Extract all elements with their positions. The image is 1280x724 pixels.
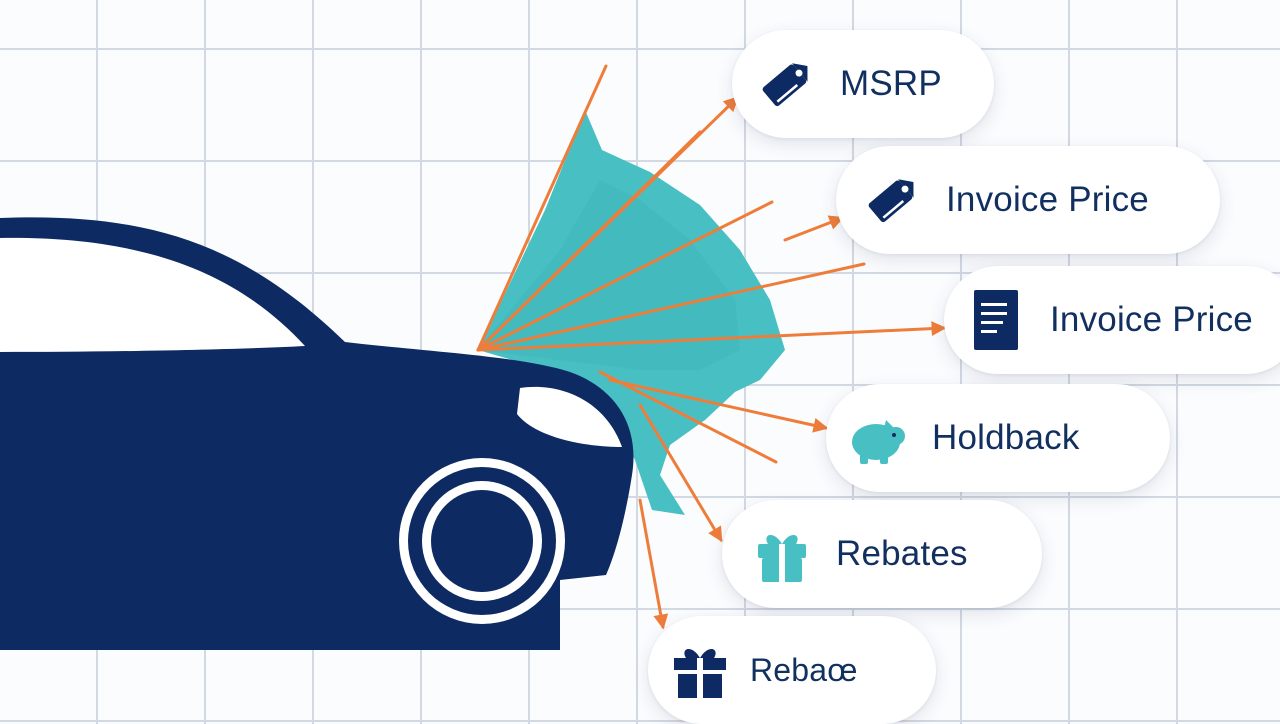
gift-icon xyxy=(750,522,814,586)
car-headlight xyxy=(517,386,622,447)
arrow-to-rebates-2 xyxy=(638,498,669,630)
invoice-price-card-2[interactable]: Invoice Price xyxy=(944,266,1280,374)
rebates-card-1[interactable]: Rebates xyxy=(722,500,1042,608)
rebates-label-1: Rebates xyxy=(836,534,968,573)
arrow-to-invoice-price-2 xyxy=(476,321,947,352)
gift-box-icon xyxy=(668,638,732,702)
document-icon xyxy=(964,288,1028,352)
rebates-card-2[interactable]: Rebaœ xyxy=(648,616,936,724)
msrp-card[interactable]: MSRP xyxy=(732,30,994,138)
arrow-to-invoice-price-1 xyxy=(783,215,845,242)
teal-fan-shade xyxy=(478,180,740,370)
rebates-label-2: Rebaœ xyxy=(750,651,858,688)
arrows xyxy=(476,64,947,630)
msrp-label: MSRP xyxy=(840,64,942,103)
holdback-label: Holdback xyxy=(932,418,1080,457)
arrow-to-holdback xyxy=(608,378,829,433)
arrow-to-rebates-1 xyxy=(638,403,723,543)
car-illustration xyxy=(0,217,634,650)
car-window xyxy=(0,237,305,352)
holdback-card[interactable]: Holdback xyxy=(826,384,1170,492)
piggy-bank-icon xyxy=(846,406,910,470)
invoice-price-label-2: Invoice Price xyxy=(1050,300,1253,339)
car-wheel-hub xyxy=(431,490,533,592)
price-tag-icon xyxy=(860,168,924,232)
price-tag-icon xyxy=(754,52,818,116)
invoice-price-label-1: Invoice Price xyxy=(946,180,1149,219)
invoice-price-card-1[interactable]: Invoice Price xyxy=(836,146,1220,254)
